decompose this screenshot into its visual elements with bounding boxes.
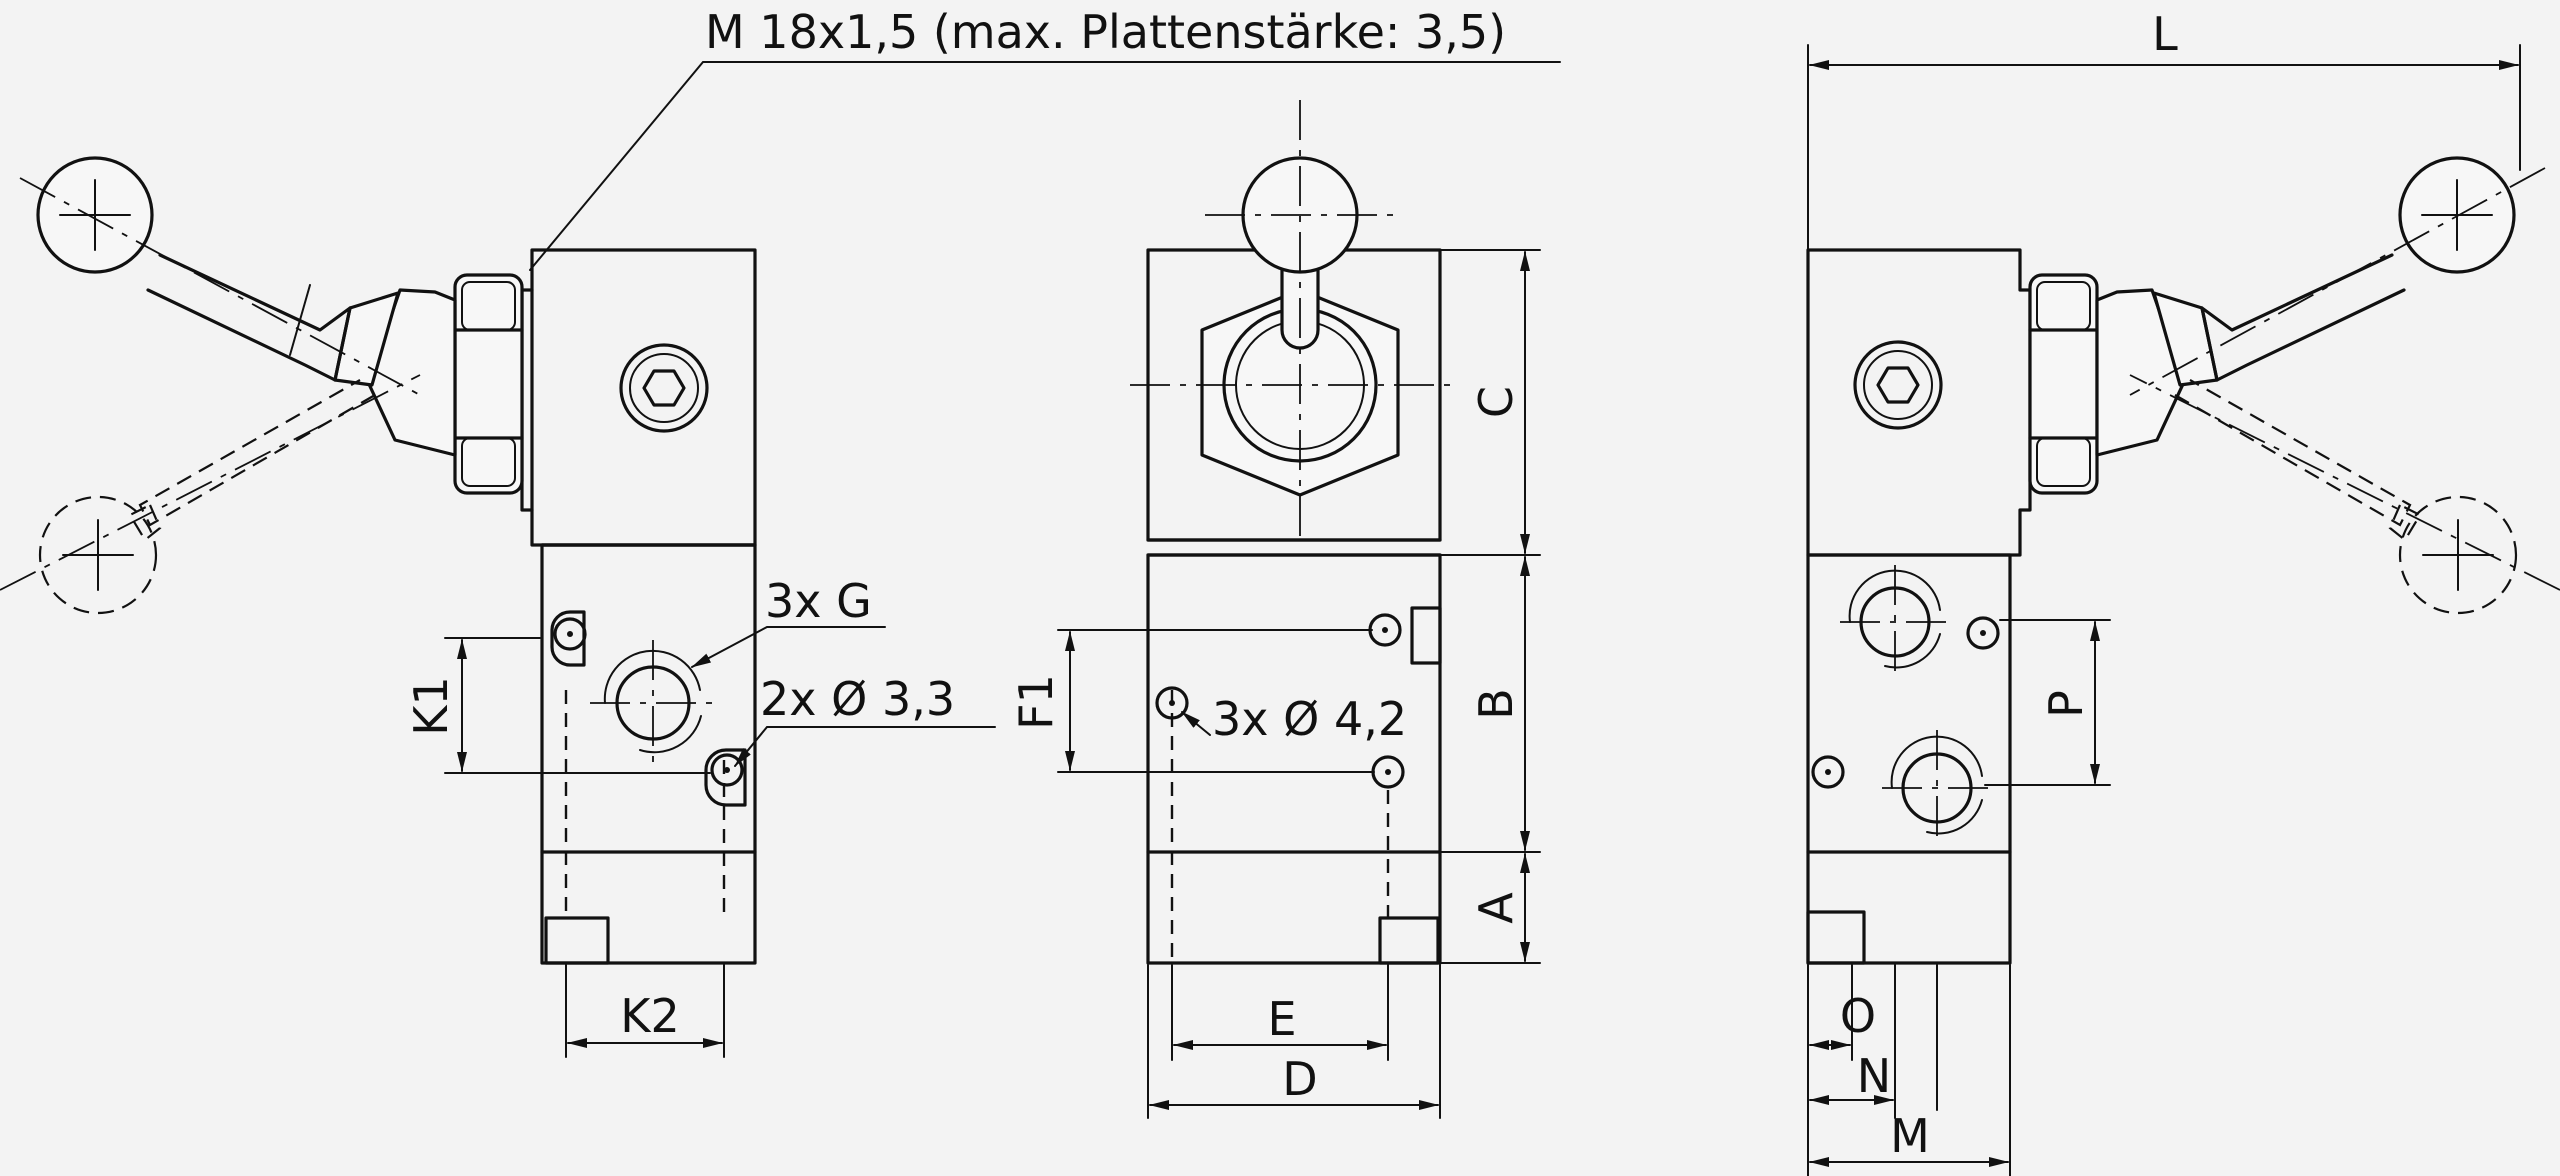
holes-33-label: 2x Ø 3,3: [760, 672, 955, 726]
middle-lower-body: [1146, 553, 1442, 965]
thread-leader: [529, 61, 1561, 271]
left-view: [0, 61, 1561, 1058]
left-small-hole-1: [550, 610, 587, 667]
dim-m-label: M: [1890, 1109, 1930, 1163]
left-hand-lever: [19, 156, 457, 457]
hex-socket-screw: [619, 343, 709, 433]
dim-p-label: P: [2039, 690, 2093, 718]
dim-d-label: D: [1282, 1052, 1317, 1106]
right-upper-body: [1806, 248, 2032, 557]
right-hole-1: [1966, 616, 2000, 650]
dim-k2-label: K2: [620, 989, 679, 1043]
right-hand-lever: [2095, 156, 2546, 457]
middle-hole-1: [1368, 613, 1402, 647]
dim-o-label: O: [1840, 989, 1876, 1043]
dim-b-label: B: [1469, 688, 1523, 720]
dim-c-label: C: [1469, 386, 1523, 418]
right-port-lower: [1882, 730, 1992, 845]
right-view: [1806, 44, 2560, 1176]
dim-l-label: L: [2152, 7, 2178, 61]
left-small-hole-2: [704, 748, 747, 807]
right-lever-alt-position: [2129, 374, 2560, 615]
dim-f1-label: F1: [1009, 674, 1063, 730]
right-lock-nut: [2028, 273, 2099, 495]
middle-hole-3: [1371, 755, 1405, 789]
middle-view: [1057, 100, 1541, 1119]
ports-g-label: 3x G: [765, 574, 872, 628]
dim-e-label: E: [1267, 992, 1296, 1046]
right-port-upper: [1840, 565, 1950, 680]
left-lever-alt-position: [0, 374, 421, 615]
left-upper-body: [520, 248, 757, 547]
middle-hole-2: [1155, 686, 1189, 720]
right-hex-socket-screw: [1853, 340, 1943, 430]
thread-label: M 18x1,5 (max. Plattenstärke: 3,5): [705, 5, 1506, 59]
dim-k1-label: K1: [404, 676, 458, 735]
left-port-g: [590, 640, 716, 766]
dim-a-label: A: [1469, 892, 1523, 924]
holes-42-label: 3x Ø 4,2: [1212, 692, 1407, 746]
right-lower-body: [1806, 553, 2012, 965]
left-lock-nut: [453, 273, 533, 495]
dim-n-label: N: [1857, 1049, 1891, 1103]
right-hole-2: [1811, 755, 1845, 789]
